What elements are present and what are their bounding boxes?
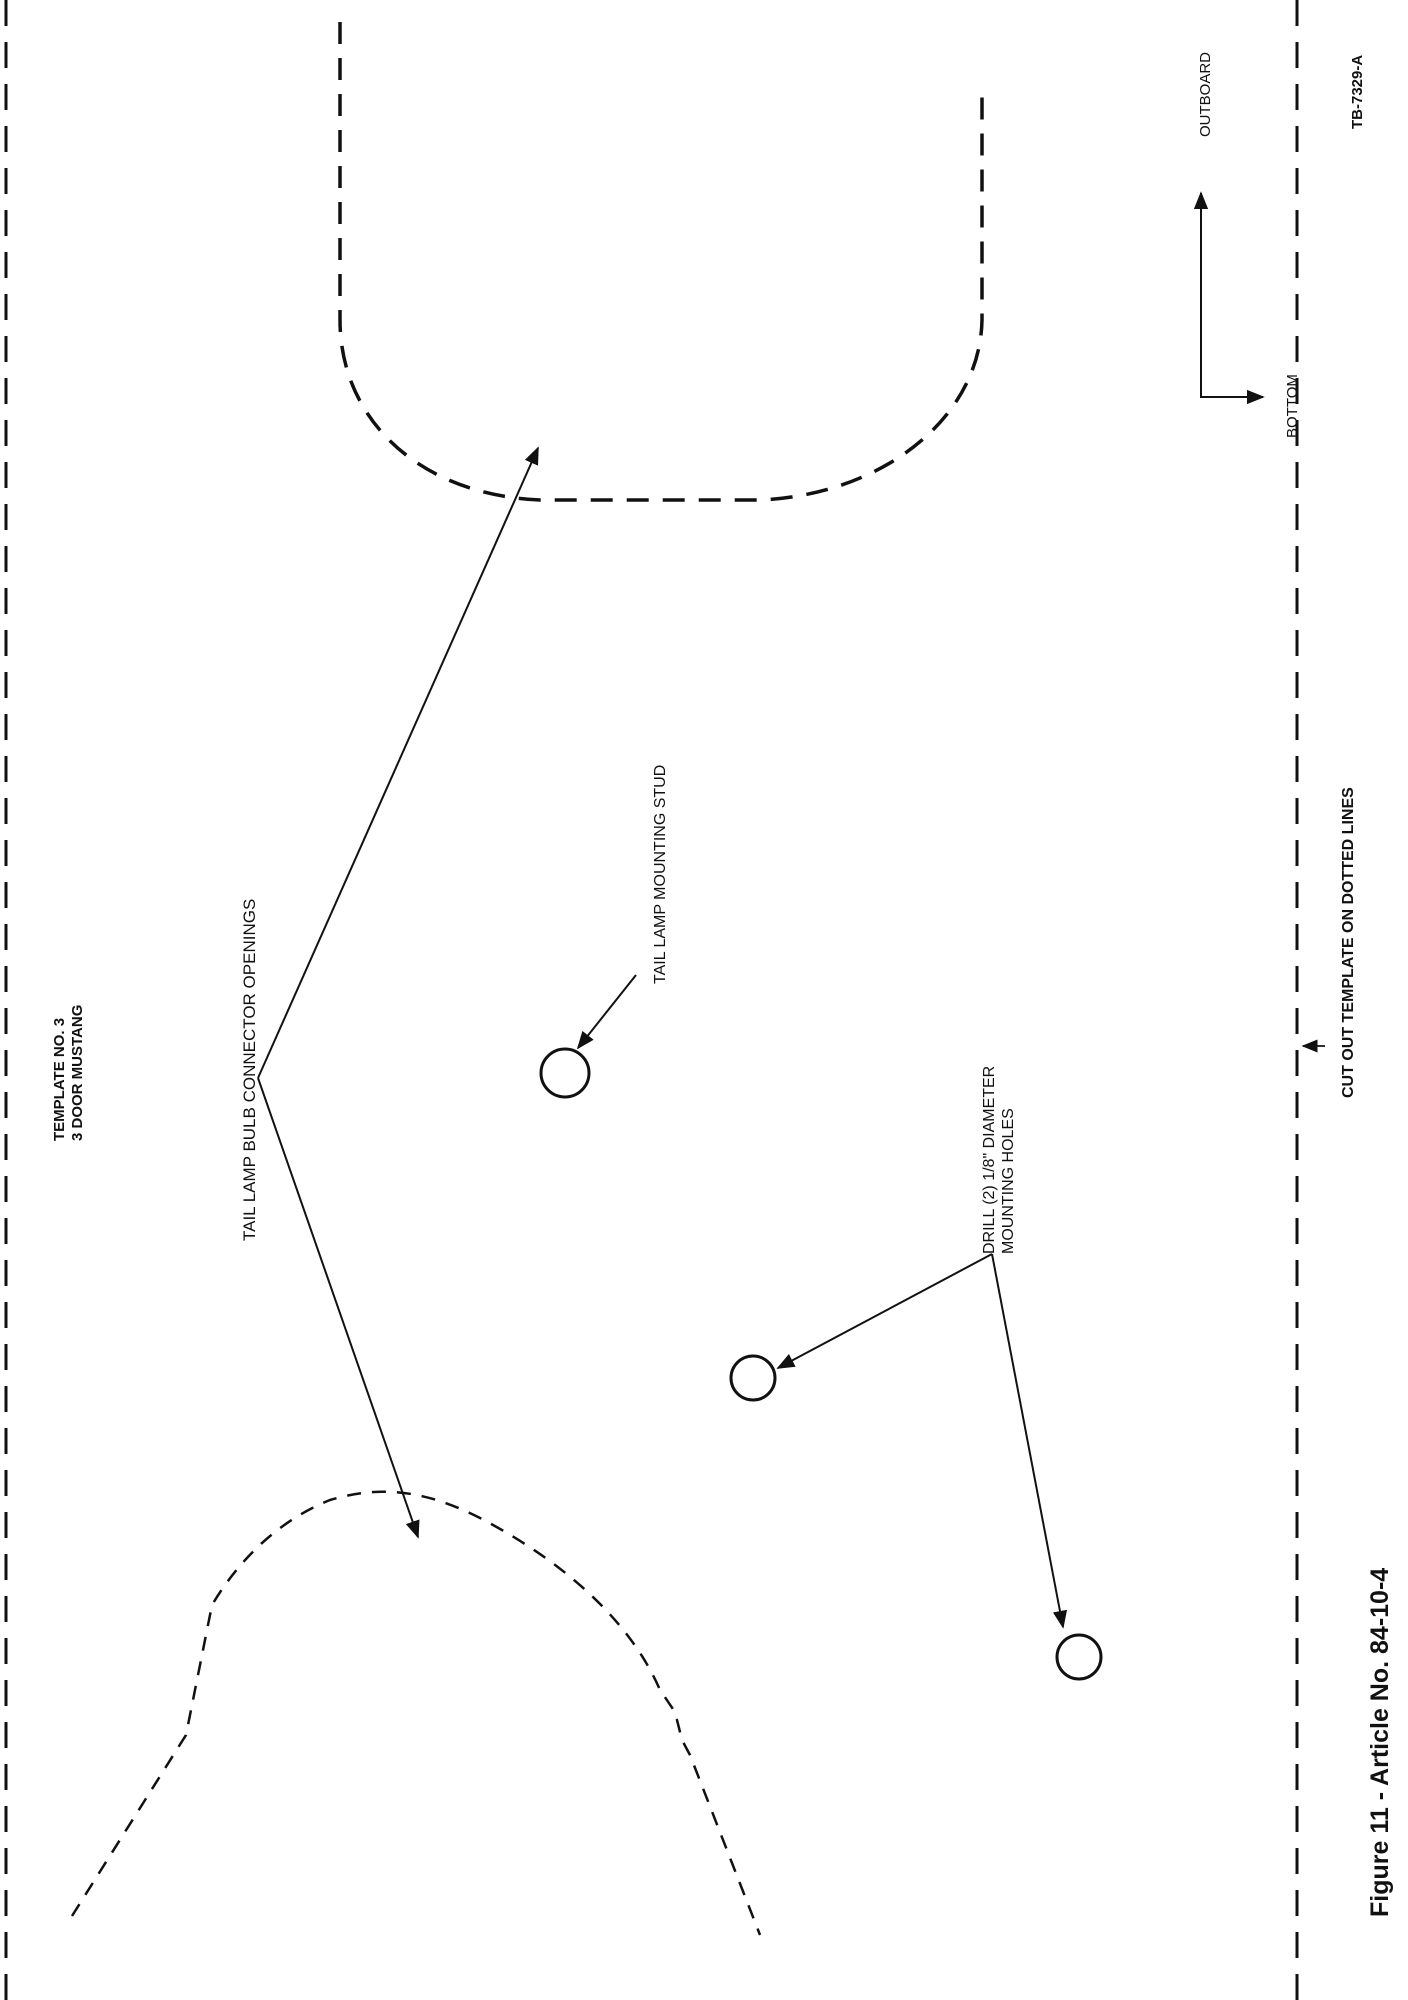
- template-title-line2: 3 DOOR MUSTANG: [69, 1005, 86, 1141]
- upper-connector-opening-outline: [338, 22, 984, 502]
- mounting-stud-leader: [576, 974, 637, 1050]
- mounting-stud-hole: [539, 1047, 591, 1099]
- lower-connector-opening-outline: [70, 1490, 762, 1936]
- drill-hole-lower: [1055, 1633, 1103, 1681]
- reference-code: TB-7329-A: [1349, 55, 1366, 129]
- drill-holes-label-line2: MOUNTING HOLES: [1000, 1108, 1017, 1254]
- mounting-stud-label: TAIL LAMP MOUNTING STUD: [652, 765, 669, 984]
- template-title-line1: TEMPLATE NO. 3: [51, 1018, 68, 1141]
- drill-holes-label-line1: DRILL (2) 1/8" DIAMETER: [981, 1066, 998, 1254]
- bottom-label: BOTTOM: [1284, 374, 1301, 438]
- drill-leader-lower: [991, 1253, 1068, 1629]
- drill-leader-upper: [776, 1253, 993, 1369]
- connector-leader-upper: [257, 446, 539, 1079]
- outboard-label: OUTBOARD: [1197, 52, 1214, 137]
- connector-openings-label: TAIL LAMP BULB CONNECTOR OPENINGS: [240, 899, 259, 1241]
- drill-hole-upper: [729, 1354, 777, 1402]
- cut-out-instruction: CUT OUT TEMPLATE ON DOTTED LINES: [1340, 787, 1357, 1098]
- connector-leader-lower: [257, 1077, 420, 1539]
- figure-caption: Figure 11 - Article No. 84-10-4: [1366, 1568, 1394, 1917]
